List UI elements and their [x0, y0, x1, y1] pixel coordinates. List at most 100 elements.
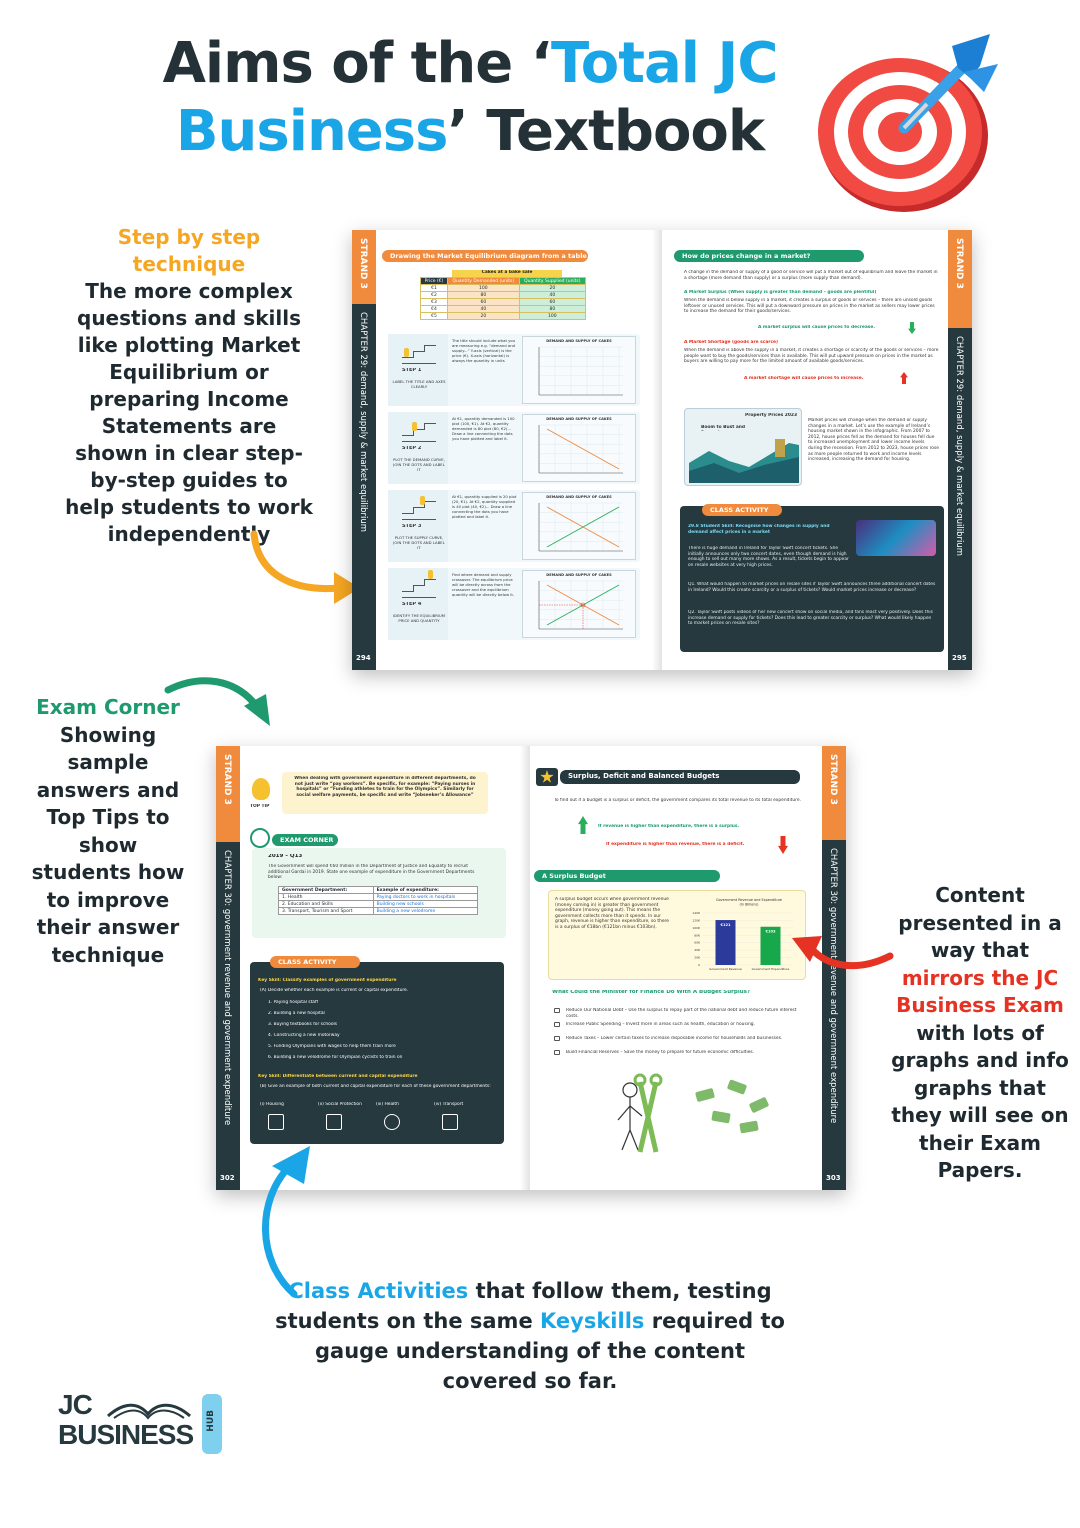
content-description: Content presented in a way that mirrors … [890, 882, 1070, 1185]
step-graph: DEMAND AND SUPPLY OF CAKES [522, 414, 636, 482]
minister-option: Reduce Taxes – Lower certain taxes to in… [566, 1036, 783, 1041]
step-description: IDENTIFY THE EQUILIBRIUM PRICE AND QUANT… [392, 614, 446, 623]
step-side [388, 490, 448, 562]
graph-plot [538, 424, 623, 474]
green-arrow-icon [164, 677, 270, 726]
step-label: STEP 2 [402, 446, 422, 451]
lightbulb-icon [252, 778, 270, 800]
table-cell: €2 [420, 291, 448, 299]
table-title: Cakes at a bake sale [452, 270, 562, 277]
page-number: 303 [826, 1174, 841, 1182]
blue-arrow-icon [262, 1146, 310, 1298]
stairs-icon [402, 570, 436, 598]
chart-y-tick: 20€ [694, 956, 700, 960]
strand-label: STRAND 3 [954, 238, 964, 289]
red-arrow-icon [792, 936, 894, 970]
graph-title: DEMAND AND SUPPLY OF CAKES [546, 573, 612, 577]
step-row: STEP 2 PLOT THE DEMAND CURVE, JOIN THE DO… [388, 412, 640, 484]
step-notes: The title should include what you are me… [452, 338, 516, 363]
chapter-label: CHAPTER 29: demand, supply & market equi… [358, 312, 368, 533]
department-icon [442, 1114, 458, 1130]
top-tip-text: When dealing with government expenditure… [294, 776, 476, 798]
property-infographic: Property Prices 2023 Boom to Bust and Be… [684, 408, 802, 486]
class-text-1: that follow them, testing students on th… [275, 1279, 772, 1333]
class-activity-label: CLASS ACTIVITY [702, 504, 782, 516]
class-highlight-2: Keyskills [540, 1309, 645, 1333]
scissors-money-illustration-icon [617, 1073, 769, 1153]
table-cell: Paying doctors to work in hospitals [372, 893, 479, 901]
surplus-title: A Market Surplus (When supply is greater… [684, 290, 877, 295]
pointer-hand-icon [554, 1022, 560, 1027]
table-cell: 3. Transport, Tourism and Sport [278, 907, 374, 915]
chart-x-label: Government Expenditure [752, 967, 790, 971]
activity-item: 3. Buying textbooks for schools [268, 1022, 338, 1027]
up-arrow-icon [900, 372, 908, 384]
hub-badge: HUB [202, 1394, 222, 1454]
table-cell: 20 [518, 284, 587, 292]
table-cell: Building new schools [372, 900, 479, 908]
content-body-1: Content presented in a way that [898, 883, 1062, 962]
chapter-label: CHAPTER 29: demand, supply & market equi… [954, 336, 964, 557]
title-part-1: Aims of the ‘ [162, 31, 552, 96]
stairs-icon [402, 496, 436, 520]
intro-text: A change in the demand or supply of a go… [684, 270, 938, 281]
chart-title-unit: (In Billions) [740, 903, 760, 907]
table-cell: 2. Education and Skills [278, 900, 374, 908]
up-arrow-icon [578, 816, 588, 834]
table-cell: Building a new velodrome [372, 907, 479, 915]
table-cell: 1. Health [278, 893, 374, 901]
table-cell: 100 [446, 284, 520, 292]
minister-question: What Could the Minister for Finance Do W… [552, 990, 751, 995]
activity-question-1: Q1. What would happen to market prices o… [688, 582, 936, 593]
chapter-label: CHAPTER 30: government revenue and gover… [828, 848, 838, 1124]
table-head: Price (€) [420, 277, 448, 285]
infographic-text: Market prices will change when the deman… [808, 418, 939, 463]
key-skill-2: Key Skill: Differentiate between current… [258, 1074, 418, 1079]
chart-x-label: Government Revenue [709, 967, 742, 971]
table-cell: 40 [446, 305, 520, 313]
activity-item: 6. Building a new velodrome for Olympian… [268, 1055, 403, 1060]
strand-label: STRAND 3 [828, 754, 838, 805]
chart-y-tick: 140€ [692, 911, 700, 915]
open-book-icon [107, 1403, 191, 1420]
activity-item: 1. Paying hospital staff [268, 1000, 319, 1005]
activity-question-2: Q2. Taylor Swift posts videos of her new… [688, 610, 933, 627]
infographic-label: Boom to Bust and Beyond [701, 425, 746, 431]
table-cell: €4 [420, 305, 448, 313]
cakes-table: Price (€) Quantity Demanded (units) Quan… [420, 277, 587, 320]
surplus-budget-box: A surplus budget occurs when government … [548, 890, 806, 980]
chart-y-tick: 120€ [692, 918, 700, 922]
graph-plot [538, 580, 623, 630]
table-cell: 80 [518, 305, 587, 313]
content-body-2: with lots of graphs and info graphs that… [891, 1020, 1069, 1183]
class-highlight-1: Class Activities [288, 1279, 469, 1303]
step-description: PLOT THE DEMAND CURVE, JOIN THE DOTS AND… [393, 458, 445, 472]
exam-body: Showing sample answers and Top Tips to s… [31, 722, 185, 967]
textbook-spread-chapter-29: STRAND 3 CHAPTER 29: demand, supply & ma… [352, 230, 972, 670]
activity-text: There is huge demand in Ireland for Tayl… [688, 546, 849, 568]
department-item: (ii) Social Protection [318, 1102, 362, 1107]
activity-item: 5. Funding Olympians with wages to help … [268, 1044, 396, 1049]
class-activity-box: CLASS ACTIVITY 29.8 Student Skill: Recog… [680, 504, 944, 652]
activity-item: 4. Constructing a new motorway [268, 1033, 340, 1038]
dartboard-target-icon [818, 34, 998, 212]
minister-option: Build Financial Reserves – Save the mone… [566, 1050, 755, 1055]
chart-bar [715, 920, 736, 965]
logo-line-1: JC [58, 1389, 93, 1420]
step-body: The more complex questions and skills li… [65, 279, 313, 546]
budget-bar-chart: Government Revenue and Expenditure(In Bi… [692, 898, 793, 971]
title-part-2: Total JC [551, 31, 778, 96]
strand-tab: STRAND 3 [948, 230, 972, 328]
page-302: STRAND 3 CHAPTER 30: government revenue … [216, 746, 530, 1190]
class-activity-box: CLASS ACTIVITY Key Skill: Classify examp… [250, 956, 504, 1144]
step-notes: At €1, quantity supplied is 20 plot (20,… [452, 494, 517, 519]
page-303: STRAND 3 CHAPTER 30: government revenue … [530, 746, 846, 1190]
step-description: PLOT THE SUPPLY CURVE, JOIN THE DOTS AND… [393, 536, 445, 550]
table-cell: 60 [518, 298, 587, 306]
department-icon [326, 1114, 342, 1130]
down-arrow-icon [778, 836, 788, 854]
chart-bar [760, 926, 781, 965]
top-tip-box: When dealing with government expenditure… [282, 772, 488, 814]
